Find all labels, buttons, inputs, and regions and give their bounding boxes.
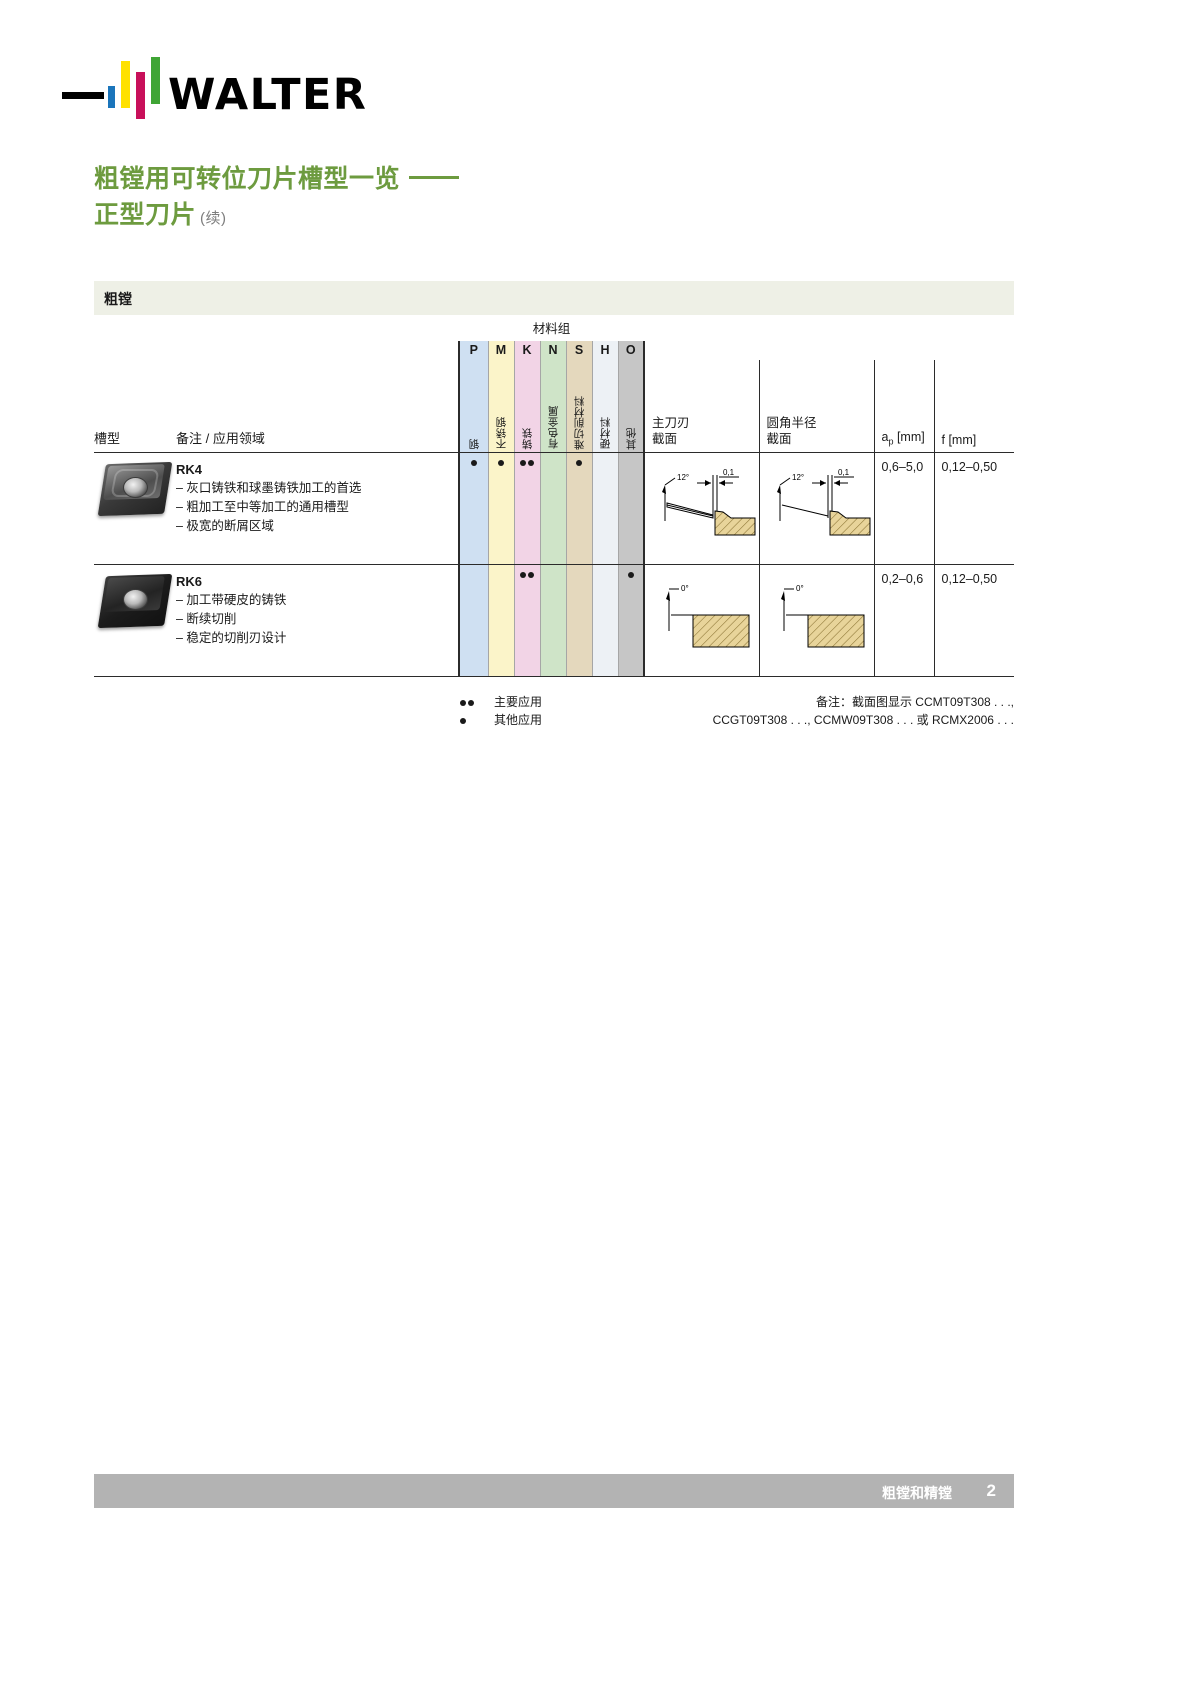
bullet-item: – 粗加工至中等加工的通用槽型 bbox=[176, 499, 349, 514]
svg-text:0°: 0° bbox=[796, 584, 804, 593]
legend-label: 主要应用 bbox=[494, 695, 543, 709]
bullet-item: – 稳定的切削刃设计 bbox=[176, 631, 287, 646]
value-f-rk4: 0,12–0,50 bbox=[933, 452, 1014, 565]
brand-name: WALTER bbox=[168, 70, 368, 120]
section-band: 粗镗 bbox=[94, 281, 1014, 315]
insert-image-rk4 bbox=[94, 452, 176, 565]
cross-section-diagram: 0° bbox=[666, 584, 750, 647]
header-main-cutting-edge: 主刀刃 截面 bbox=[643, 360, 759, 453]
geometry-code: RK6 bbox=[176, 573, 203, 589]
legend: 主要应用 其他应用 bbox=[460, 693, 542, 729]
legend-label: 其他应用 bbox=[494, 713, 543, 727]
svg-text:0,1: 0,1 bbox=[723, 468, 735, 477]
page-title-line1: 粗镗用可转位刀片槽型一览 bbox=[94, 165, 401, 193]
header-geometry: 槽型 bbox=[94, 360, 176, 453]
table-header-row: 槽型 备注 / 应用领域 钢 不锈钢 铸铁 有色金属 难切削材料 硬材料 其他 bbox=[94, 360, 1014, 453]
svg-text:0°: 0° bbox=[681, 584, 689, 593]
material-group-title: 材料组 bbox=[532, 322, 571, 336]
material-letter-P: P bbox=[458, 341, 488, 360]
mark-S-rk4 bbox=[565, 452, 592, 565]
title-rule-icon bbox=[409, 176, 460, 179]
material-vlabel-K: 铸铁 bbox=[513, 360, 540, 453]
svg-text:12°: 12° bbox=[677, 473, 689, 482]
note-line-2: CCGT09T308 . . ., CCMW09T308 . . . 或 RCM… bbox=[712, 713, 1014, 727]
mark-O-rk6 bbox=[617, 564, 645, 677]
cross-section-diagram: 12° 0,1 bbox=[776, 468, 870, 535]
footnote-note: 备注：截面图显示 CCMT09T308 . . ., CCGT09T308 . … bbox=[594, 693, 1014, 729]
geometry-code: RK4 bbox=[176, 461, 203, 477]
logo-bar-yellow-icon bbox=[121, 61, 130, 108]
note-line-1: 备注：截面图显示 CCMT09T308 . . ., bbox=[815, 695, 1014, 709]
bullet-item: – 加工带硬皮的铸铁 bbox=[176, 592, 287, 607]
table-row: RK6 – 加工带硬皮的铸铁 – 断续切削 – 稳定的切削刃设计 bbox=[94, 564, 1014, 677]
material-letter-K: K bbox=[513, 341, 540, 360]
geometry-table: 材料组 P M K N S H O 槽型 备注 / 应用领域 钢 不锈钢 bbox=[94, 318, 1014, 677]
footer-page-number: 2 bbox=[986, 1481, 996, 1500]
mark-H-rk4 bbox=[591, 452, 618, 565]
logo-dash-icon bbox=[62, 92, 104, 99]
bullet-item: – 灰口铸铁和球墨铸铁加工的首选 bbox=[176, 480, 362, 495]
row-description-rk4: RK4 – 灰口铸铁和球墨铸铁加工的首选 – 粗加工至中等加工的通用槽型 – 极… bbox=[176, 452, 459, 565]
material-letter-M: M bbox=[487, 341, 514, 360]
page-title: 粗镗用可转位刀片槽型一览 正型刀片(续) bbox=[94, 162, 994, 233]
material-vlabel-M: 不锈钢 bbox=[487, 360, 514, 453]
header-remarks: 备注 / 应用领域 bbox=[176, 360, 459, 453]
cross-section-diagram: 0° bbox=[780, 584, 864, 647]
mark-P-rk4 bbox=[458, 452, 488, 565]
material-vlabel-O: 其他 bbox=[617, 360, 645, 453]
mark-N-rk4 bbox=[539, 452, 566, 565]
value-f-rk6: 0,12–0,50 bbox=[933, 564, 1014, 677]
section-main-edge-rk4: 12° 0,1 bbox=[643, 452, 759, 565]
material-letter-H: H bbox=[591, 341, 618, 360]
header-f: f [mm] bbox=[933, 360, 1014, 453]
svg-text:0,1: 0,1 bbox=[838, 468, 850, 477]
mark-O-rk4 bbox=[617, 452, 645, 565]
logo-bar-green-icon bbox=[151, 57, 160, 104]
mark-S-rk6 bbox=[565, 564, 592, 677]
material-vlabel-P: 钢 bbox=[458, 360, 488, 453]
legend-double-dot-icon bbox=[460, 693, 494, 711]
legend-item-primary: 主要应用 bbox=[460, 693, 542, 711]
section-corner-radius-rk6: 0° bbox=[758, 564, 874, 677]
walter-logo: WALTER bbox=[62, 48, 366, 119]
material-letter-S: S bbox=[565, 341, 592, 360]
logo-bar-red-icon bbox=[136, 72, 145, 119]
material-letter-O: O bbox=[617, 341, 645, 360]
page-title-line2: 正型刀片 bbox=[94, 200, 197, 229]
material-vlabel-S: 难切削材料 bbox=[565, 360, 592, 453]
header-ap: ap [mm] bbox=[873, 360, 934, 453]
value-ap-rk6: 0,2–0,6 bbox=[873, 564, 934, 677]
row-description-rk6: RK6 – 加工带硬皮的铸铁 – 断续切削 – 稳定的切削刃设计 bbox=[176, 564, 459, 677]
legend-single-dot-icon bbox=[460, 711, 494, 729]
bullet-item: – 断续切削 bbox=[176, 611, 237, 626]
header-corner-radius: 圆角半径 截面 bbox=[758, 360, 874, 453]
mark-M-rk6 bbox=[487, 564, 514, 677]
value-ap-rk4: 0,6–5,0 bbox=[873, 452, 934, 565]
table-row: RK4 – 灰口铸铁和球墨铸铁加工的首选 – 粗加工至中等加工的通用槽型 – 极… bbox=[94, 452, 1014, 565]
mark-H-rk6 bbox=[591, 564, 618, 677]
material-group-letter-row: P M K N S H O bbox=[94, 341, 1014, 360]
insert-image-rk6 bbox=[94, 564, 176, 677]
mark-P-rk6 bbox=[458, 564, 488, 677]
page-footer: 粗镗和精镗 2 bbox=[94, 1474, 1014, 1508]
bullet-item: – 极宽的断屑区域 bbox=[176, 519, 274, 534]
material-vlabel-H: 硬材料 bbox=[591, 360, 618, 453]
cross-section-diagram: 12° 0,1 bbox=[662, 468, 756, 535]
section-band-label: 粗镗 bbox=[104, 291, 132, 307]
table-header-group-row: 材料组 bbox=[94, 318, 1014, 341]
mark-M-rk4 bbox=[487, 452, 514, 565]
mark-K-rk4 bbox=[513, 452, 540, 565]
material-vlabel-N: 有色金属 bbox=[539, 360, 566, 453]
legend-item-secondary: 其他应用 bbox=[460, 711, 542, 729]
mark-K-rk6 bbox=[513, 564, 540, 677]
section-corner-radius-rk4: 12° 0,1 bbox=[758, 452, 874, 565]
svg-text:12°: 12° bbox=[792, 473, 804, 482]
footer-title: 粗镗和精镗 bbox=[882, 1485, 952, 1501]
mark-N-rk6 bbox=[539, 564, 566, 677]
page-title-suffix: (续) bbox=[200, 209, 227, 227]
section-main-edge-rk6: 0° bbox=[643, 564, 759, 677]
material-letter-N: N bbox=[539, 341, 566, 360]
logo-bar-blue-icon bbox=[108, 86, 115, 108]
